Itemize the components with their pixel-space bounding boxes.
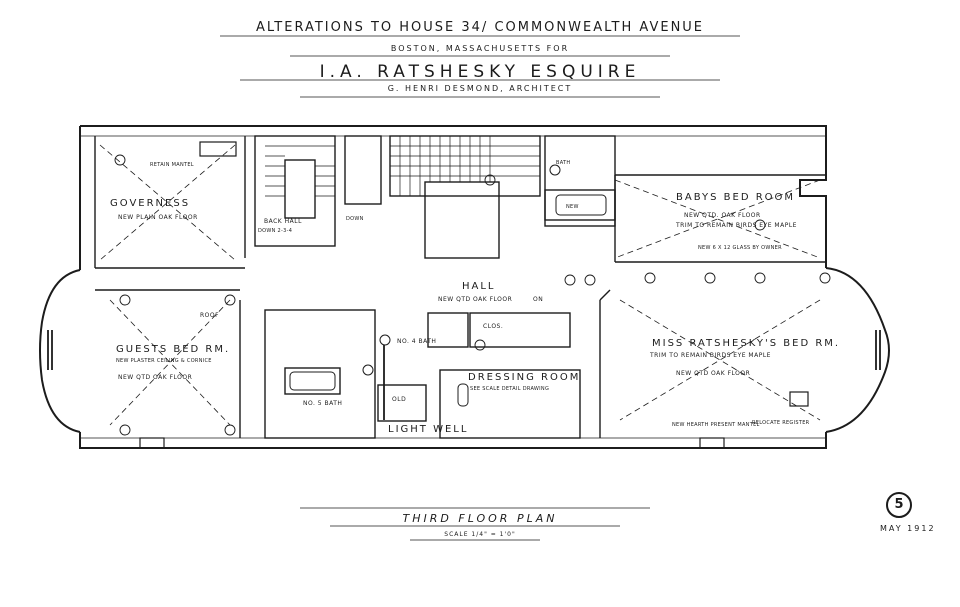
- title-underlines: [220, 35, 740, 98]
- label-old: OLD: [392, 396, 407, 403]
- drawing-location: BOSTON, MASSACHUSETTS FOR: [390, 44, 570, 53]
- label-dressing-room: DRESSING ROOM: [468, 372, 581, 383]
- babys-trim-note: TRIM TO REMAIN BIRDS EYE MAPLE: [676, 222, 797, 229]
- dressing-detail-note: SEE SCALE DETAIL DRAWING: [470, 386, 550, 392]
- babys-glass-note: NEW 6 X 12 GLASS BY OWNER: [698, 245, 782, 251]
- interior-partitions: [94, 135, 826, 439]
- label-guests-bed-rm: GUESTS BED RM.: [116, 344, 231, 355]
- guests-floor-note: NEW QTD OAK FLOOR: [118, 374, 193, 381]
- governess-floor-note: NEW PLAIN OAK FLOOR: [118, 214, 198, 221]
- hall-on-note: ON: [533, 296, 544, 303]
- label-back-hall: BACK HALL: [264, 218, 302, 225]
- fireplaces: [139, 141, 809, 449]
- miss-floor-note: NEW QTD OAK FLOOR: [676, 370, 751, 377]
- sheet-number: 5: [886, 492, 912, 518]
- label-bath-no5: NO. 5 BATH: [303, 400, 343, 407]
- hall-floor-note: NEW QTD OAK FLOOR: [438, 296, 513, 303]
- plan-title-underlines: [300, 507, 650, 541]
- roof-note: ROOF: [200, 312, 220, 319]
- down-note: DOWN: [346, 216, 364, 222]
- bath-fixtures: [289, 164, 607, 407]
- plan-scale: SCALE 1/4" = 1'0": [444, 531, 516, 538]
- label-bath-upper: BATH: [556, 160, 571, 166]
- drawing-title: ALTERATIONS TO HOUSE 34/ COMMONWEALTH AV…: [255, 20, 705, 35]
- down-234-note: DOWN 2-3-4: [258, 228, 293, 234]
- stairs: [265, 136, 540, 197]
- miss-trim-note: TRIM TO REMAIN BIRDS EYE MAPLE: [650, 352, 771, 359]
- drawing-date: MAY 1912: [880, 524, 936, 533]
- label-light-well: LIGHT WELL: [388, 424, 469, 435]
- plan-title: THIRD FLOOR PLAN: [402, 512, 558, 525]
- architect-name: G. HENRI DESMOND, ARCHITECT: [387, 84, 573, 93]
- label-babys-bed-room: BABYS BED ROOM: [676, 192, 796, 203]
- light-outlets: [114, 154, 831, 436]
- label-closet: CLOS.: [483, 323, 504, 330]
- babys-floor-note: NEW QTD. OAK FLOOR: [684, 212, 761, 219]
- client-name: I.A. RATSHESKY ESQUIRE: [319, 62, 641, 82]
- guests-ceiling-note: NEW PLASTER CEILING & CORNICE: [116, 358, 212, 364]
- relocate-register-note: RELOCATE REGISTER: [752, 420, 810, 426]
- dashed-lines: [99, 144, 821, 426]
- retain-mantel-note: RETAIN MANTEL: [150, 162, 194, 168]
- new-mantel-note: NEW HEARTH PRESENT MANTEL: [672, 422, 760, 428]
- label-miss-bed-rm: MISS RATSHESKY'S BED RM.: [652, 338, 841, 349]
- label-governess: GOVERNESS: [110, 198, 191, 209]
- label-hall: HALL: [462, 281, 496, 292]
- new-tub-note: NEW: [566, 204, 579, 210]
- windows: [47, 330, 881, 420]
- label-bath-no4: NO. 4 BATH: [397, 338, 437, 345]
